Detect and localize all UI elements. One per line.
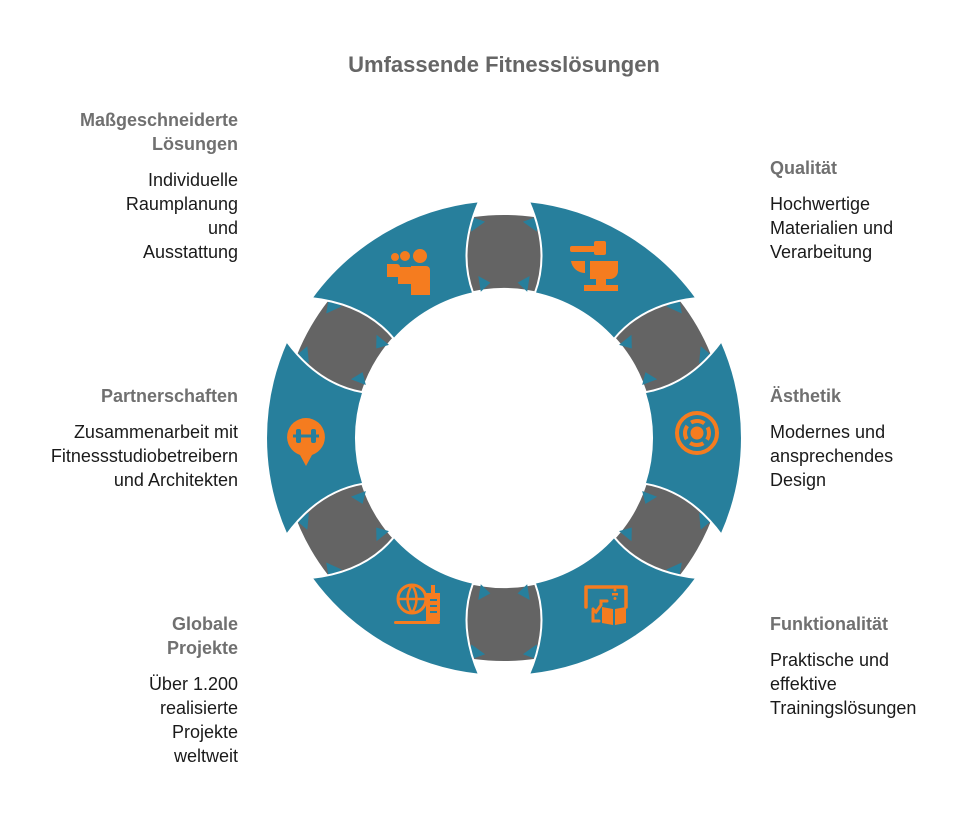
label-heading: Maßgeschneiderte Lösungen — [79, 110, 238, 154]
segment-funktionalitaet — [527, 536, 698, 676]
segment-tab — [478, 584, 491, 600]
label-description: Praktische und effektive Trainingslösung… — [770, 650, 917, 718]
target-circle-icon — [675, 411, 719, 455]
label-description: Individuelle Raumplanung und Ausstattung — [125, 170, 238, 262]
label-partnerschaften: Partnerschaften Zusammenarbeit mit Fitne… — [8, 384, 238, 492]
segment-tab — [478, 276, 491, 292]
segment-tab — [619, 334, 632, 349]
connector-arc — [442, 582, 566, 662]
segment-tab — [517, 584, 530, 600]
label-heading: Partnerschaften — [100, 386, 238, 406]
label-description: Modernes und ansprechendes Design — [770, 422, 894, 490]
segment-tab — [517, 276, 530, 292]
label-heading: Ästhetik — [770, 386, 842, 406]
icons — [287, 241, 719, 625]
segments — [265, 200, 743, 676]
segment-tab — [350, 491, 366, 504]
label-globale-projekte: Globale Projekte Über 1.200 realisierte … — [8, 612, 238, 768]
segment-tab — [699, 346, 715, 364]
gym-location-pin-icon — [287, 418, 325, 466]
segment-tab — [376, 334, 389, 349]
label-description: Über 1.200 realisierte Projekte weltweit — [148, 674, 238, 766]
connector-arc — [442, 214, 566, 294]
segment-tab — [350, 372, 366, 385]
segment-tab — [293, 346, 309, 364]
label-description: Zusammenarbeit mit Fitnessstudiobetreibe… — [50, 422, 238, 490]
segment-tab — [642, 372, 658, 385]
group-people-icon — [387, 249, 430, 295]
diagram-title: Umfassende Fitnesslösungen — [348, 52, 660, 77]
globe-building-icon — [394, 583, 440, 624]
label-aesthetik: Ästhetik Modernes und ansprechendes Desi… — [770, 384, 960, 492]
segment-tab — [619, 527, 632, 542]
segment-tab — [376, 527, 389, 542]
label-description: Hochwertige Materialien und Verarbeitung — [770, 194, 894, 262]
label-funktionalitaet: Funktionalität Praktische und effektive … — [770, 612, 960, 720]
label-heading: Qualität — [770, 158, 838, 178]
segment-globale-projekte — [310, 536, 481, 676]
label-heading: Globale Projekte — [166, 614, 238, 658]
label-massgeschneiderte-loesungen: Maßgeschneiderte Lösungen Individuelle R… — [8, 108, 238, 264]
segment-tab — [642, 491, 658, 504]
label-qualitaet: Qualität Hochwertige Materialien und Ver… — [770, 156, 960, 264]
label-heading: Funktionalität — [770, 614, 888, 634]
segment-tab — [699, 512, 715, 530]
training-board-book-icon — [584, 585, 628, 625]
segment-tab — [293, 512, 309, 530]
anvil-hammer-icon — [570, 241, 618, 291]
